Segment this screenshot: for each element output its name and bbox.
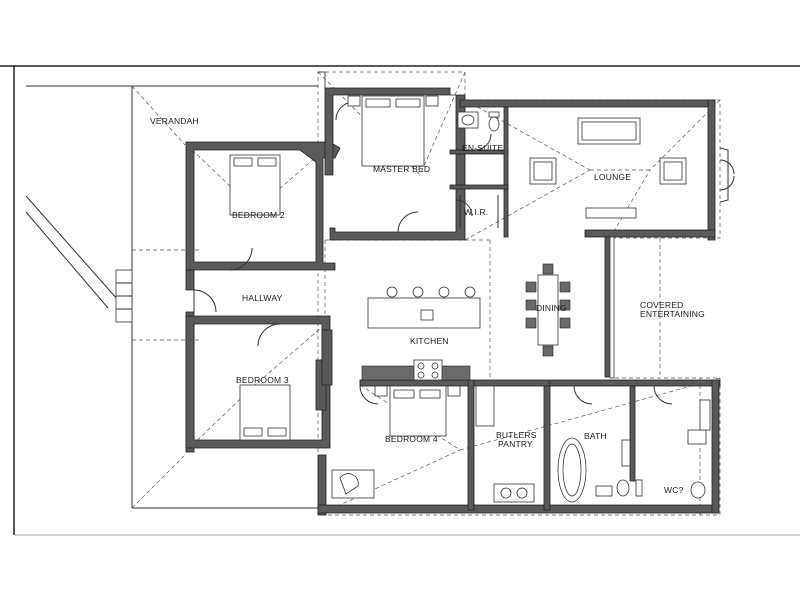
label-wir: W.I.R. (464, 207, 488, 217)
label-hallway: HALLWAY (242, 293, 283, 303)
label-lounge: LOUNGE (594, 172, 631, 182)
bed-master (361, 95, 425, 167)
label-dining: DINING (536, 303, 567, 313)
label-pantry: PANTRY (498, 439, 533, 449)
label-bedroom4: BEDROOM 4 (385, 434, 438, 444)
label-butlers: BUTLERS (496, 430, 537, 440)
label-verandah: VERANDAH (150, 116, 199, 126)
label-bath: BATH (584, 431, 607, 441)
label-kitchen: KITCHEN (410, 336, 449, 346)
room-labels: VERANDAH MASTER BED EN-SUITE W.I.R. LOUN… (150, 116, 705, 495)
label-master-bed: MASTER BED (373, 164, 430, 174)
walls (185, 71, 721, 516)
label-en-suite: EN-SUITE (462, 143, 503, 153)
furniture (229, 95, 711, 503)
label-entertaining: ENTERTAINING (640, 309, 705, 319)
entry-ramp (25, 195, 133, 323)
doors (193, 101, 735, 405)
label-wc: WC? (664, 485, 684, 495)
dining-table (537, 274, 559, 346)
label-covered: COVERED (640, 300, 683, 310)
label-bedroom3: BEDROOM 3 (236, 375, 289, 385)
label-bedroom2: BEDROOM 2 (232, 210, 285, 220)
